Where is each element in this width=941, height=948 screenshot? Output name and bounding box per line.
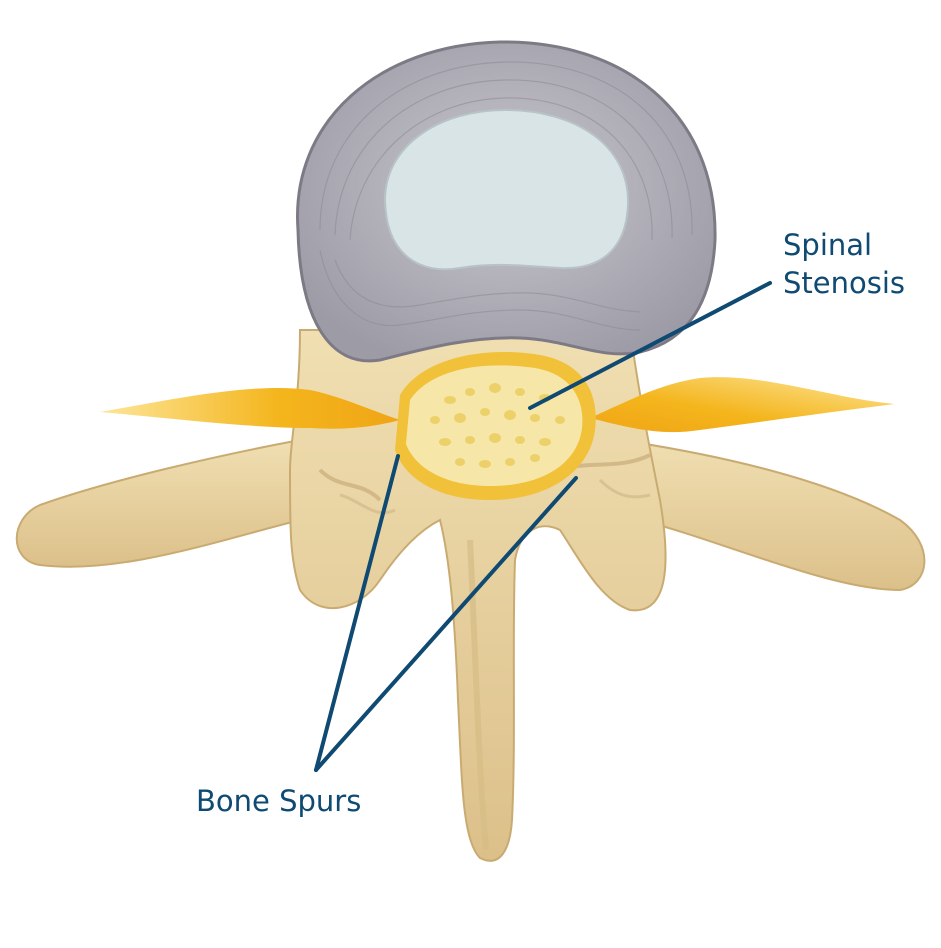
stenosis-leader-line <box>528 281 772 410</box>
left-transverse-process <box>15 438 301 568</box>
right-nerve-root <box>590 377 895 433</box>
bone-spur-leader-line-left <box>314 454 400 772</box>
bone-spur-leader-line-right <box>314 476 578 772</box>
right-transverse-process <box>618 438 926 592</box>
spinal-stenosis-label: Spinal Stenosis <box>783 226 905 302</box>
intervertebral-disc <box>296 40 717 363</box>
bone-spurs-label: Bone Spurs <box>196 784 362 818</box>
spinal-stenosis-label-line-2: Stenosis <box>783 266 906 300</box>
left-nerve-root <box>100 388 400 429</box>
spinal-canal <box>395 351 596 500</box>
nucleus-pulposus <box>383 108 630 271</box>
spinal-stenosis-label-line-1: Spinal <box>783 228 873 262</box>
